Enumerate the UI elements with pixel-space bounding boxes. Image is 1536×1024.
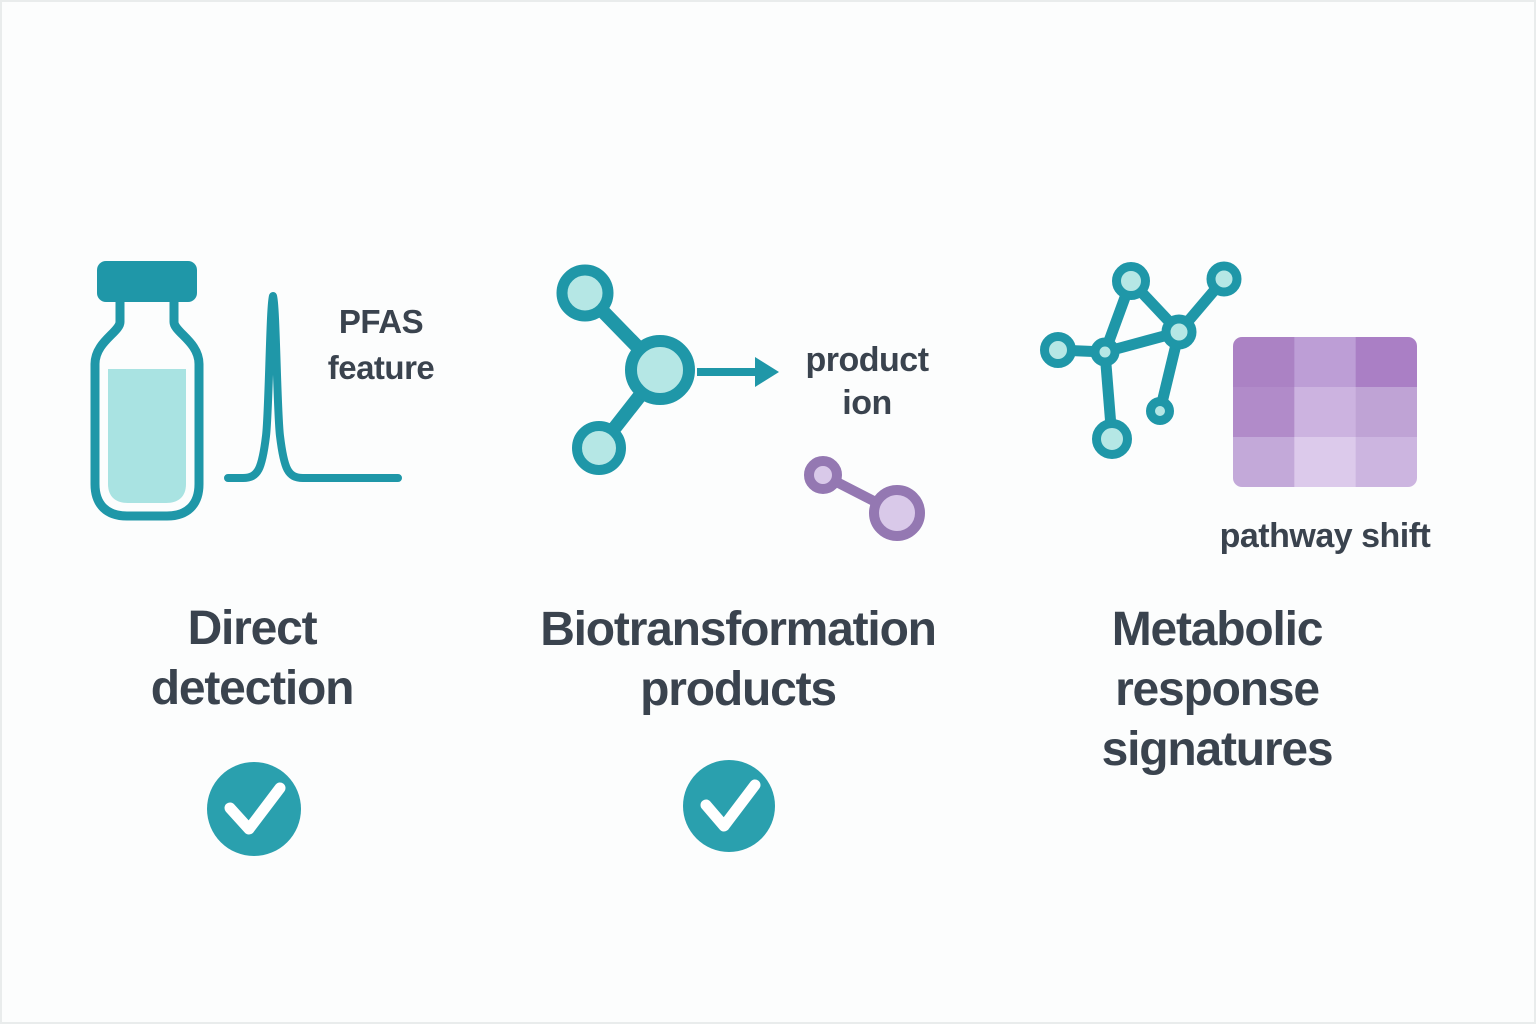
product-ion-molecule-icon [804,456,925,541]
molecule-icon [556,264,695,475]
heatmap-cell [1294,387,1357,437]
checkmark-icon-biotransformation [683,760,775,852]
product-ion-label: product ion [805,341,929,422]
heatmap-icon [1233,337,1417,487]
heatmap-cell [1233,437,1295,487]
heatmap-cell [1294,437,1357,487]
heatmap-cell [1355,387,1417,437]
heatmap-cell [1233,387,1295,437]
column-title-biotransformation-products: Biotransformation products [540,603,937,716]
heatmap-cell [1233,337,1295,387]
chromatogram-peak-icon [224,292,402,482]
heatmap-cell [1355,337,1417,387]
pfas-feature-label: PFAS feature [327,303,435,386]
arrow-right-icon [697,357,779,387]
vial-cap [97,261,197,302]
pathway-shift-label: pathway shift [1219,517,1431,555]
column-title-metabolic-response: Metabolic response signatures [1101,603,1334,776]
checkmark-icon-direct-detection [207,762,301,856]
column-title-direct-detection: Direct detection [150,602,355,715]
heatmap-cell [1355,437,1417,487]
vial-icon [90,261,204,521]
vial-liquid [108,369,186,503]
network-icon [1040,261,1242,459]
heatmap-cell [1294,337,1357,387]
